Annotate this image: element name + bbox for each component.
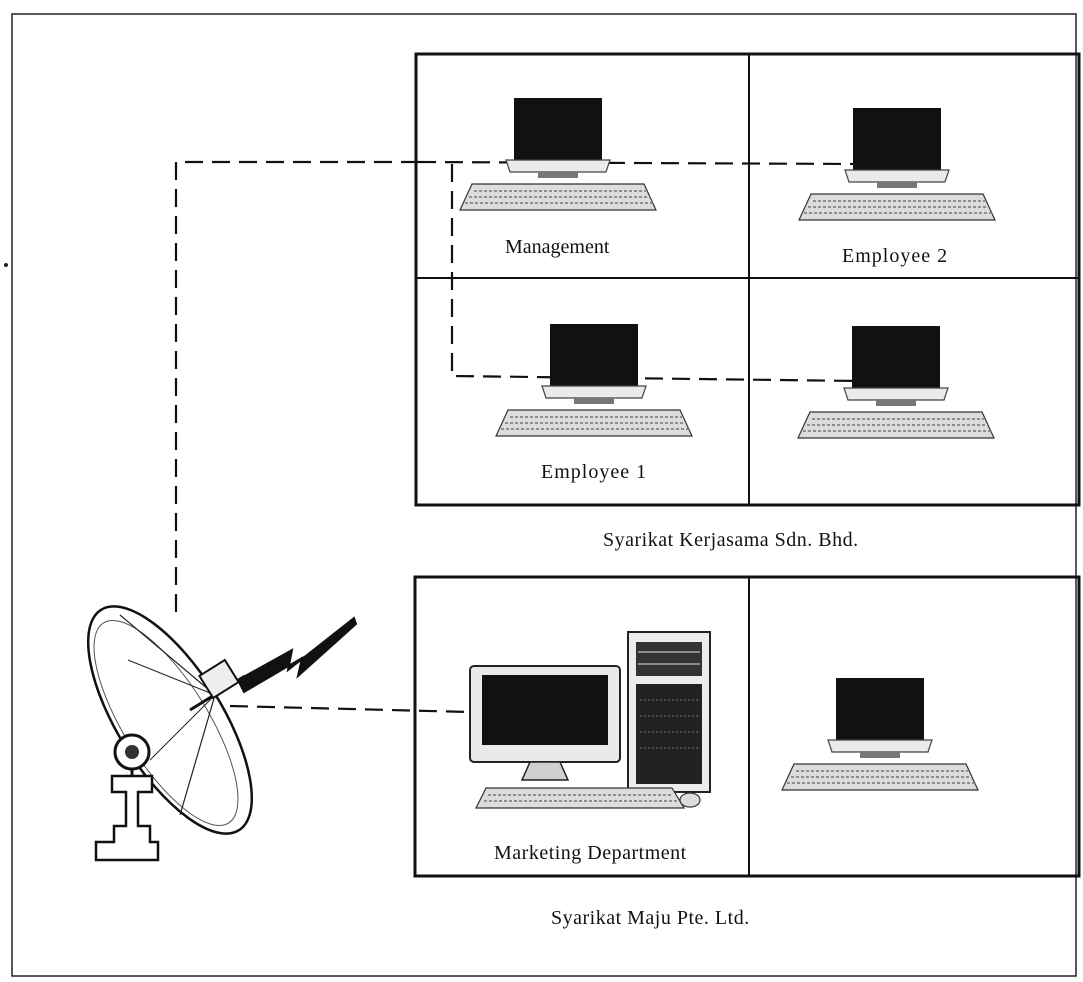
link-inner-loop <box>450 164 861 383</box>
company-2-frame <box>413 575 1081 878</box>
company-1-box: Management Employee 2 Employee 1 <box>414 52 1081 507</box>
network-links <box>174 160 861 714</box>
computer-icon <box>797 325 995 439</box>
label-marketing-department: Marketing Department <box>494 842 687 864</box>
company-2-name: Syarikat Maju Pte. Ltd. <box>551 907 750 929</box>
link-management-to-employee2 <box>417 160 861 166</box>
company-1-name: Syarikat Kerjasama Sdn. Bhd. <box>603 529 859 551</box>
label-employee-1: Employee 1 <box>541 461 647 483</box>
company-1-frame <box>414 52 1081 507</box>
outer-frame <box>11 13 1077 977</box>
lightning-bolt-icon <box>236 616 358 694</box>
label-management: Management <box>505 236 610 258</box>
computer-icon <box>781 677 979 791</box>
stray-dot <box>4 263 8 267</box>
computer-icon <box>459 97 657 211</box>
link-dish-to-office <box>174 160 418 612</box>
desktop-tower-computer-icon <box>469 631 711 809</box>
computer-icon <box>495 323 693 437</box>
link-dish-to-marketing <box>229 704 471 714</box>
company-2-box: Marketing Department <box>413 575 1081 878</box>
label-employee-2: Employee 2 <box>842 245 948 267</box>
satellite-dish-icon <box>86 605 254 862</box>
